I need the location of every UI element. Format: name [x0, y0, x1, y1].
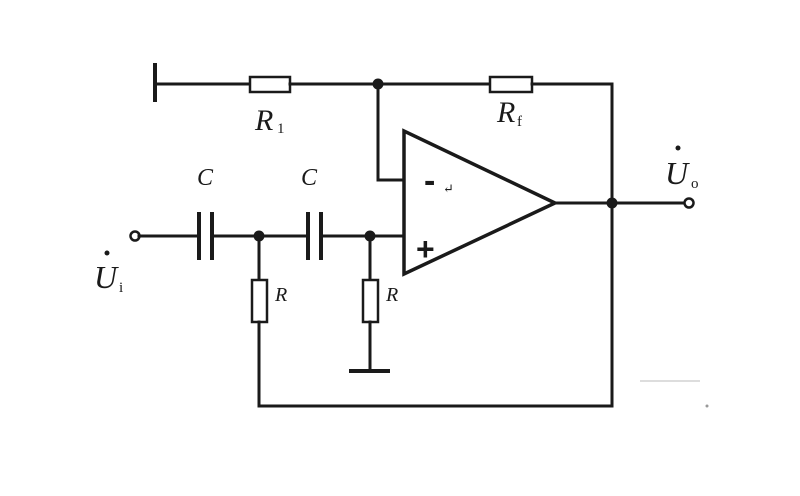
- label-r-right: R: [385, 284, 398, 306]
- scan-artifact-dot: [705, 404, 709, 408]
- label-c-left: C: [197, 165, 214, 191]
- resistor-left: [250, 278, 269, 324]
- op-amp-triangle: [402, 128, 560, 277]
- label-ui: U: [94, 259, 119, 295]
- junction-inverting: [372, 78, 384, 90]
- label-r1: R: [254, 104, 273, 137]
- label-c-right: C: [301, 165, 318, 191]
- minus-sign: -: [424, 162, 435, 200]
- plus-sign: +: [416, 231, 435, 267]
- junction-output: [606, 197, 618, 209]
- return-mark: ↵: [443, 181, 454, 196]
- label-uo: U: [665, 155, 690, 191]
- label-rf-subscript: f: [517, 114, 522, 130]
- label-uo-subscript: o: [691, 176, 699, 192]
- label-ui-subscript: i: [119, 280, 123, 296]
- resistor-rf: [488, 75, 534, 94]
- resistor-r1: [248, 75, 292, 94]
- resistor-right: [361, 278, 380, 324]
- phasor-dot-uo: [675, 145, 681, 151]
- label-r1-subscript: 1: [277, 121, 285, 137]
- output-terminal: [683, 197, 695, 209]
- phasor-dot-ui: [104, 250, 110, 256]
- label-r-left: R: [274, 284, 287, 306]
- label-rf: R: [496, 96, 515, 129]
